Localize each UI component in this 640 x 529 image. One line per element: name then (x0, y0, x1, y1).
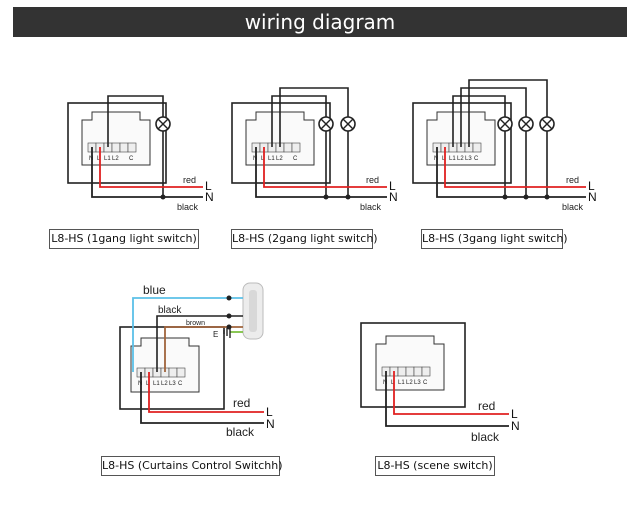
label-brown: brown (186, 320, 205, 327)
wire-red (444, 147, 586, 188)
wire-black (255, 147, 387, 198)
caption-scene: L8-HS (scene switch) (375, 456, 495, 476)
label-black: black (471, 430, 500, 444)
caption-1gang: L8-HS (1gang light switch) (49, 229, 199, 249)
switch-plate (360, 322, 466, 408)
label-line: L (389, 179, 396, 193)
terminal-l1: L1 (449, 156, 456, 162)
panel-scene: N L L1 L2 L3 C red black L N (360, 322, 520, 444)
wire-red (393, 371, 509, 415)
label-line: L (588, 179, 595, 193)
wire-load-1 (271, 95, 327, 147)
wire-red (263, 147, 387, 188)
label-blue: blue (143, 283, 166, 297)
terminal-l: L (442, 156, 446, 162)
terminal-l1: L1 (104, 156, 111, 162)
terminal-c: C (293, 156, 298, 162)
switch-plate (231, 102, 331, 184)
wire-load-3 (468, 79, 548, 147)
terminal-l2: L2 (276, 156, 283, 162)
wire-black (140, 372, 264, 424)
terminal-l: L (391, 380, 395, 386)
wire-blue (132, 297, 243, 372)
label-red: red (183, 175, 196, 185)
wire-black-motor (156, 315, 243, 372)
terminal-l2: L2 (457, 156, 464, 162)
label-black-motor: black (158, 305, 182, 316)
label-line: L (205, 179, 212, 193)
curtain-motor-icon (242, 282, 264, 340)
wire-black (436, 147, 586, 198)
lamp-icon (497, 116, 513, 132)
panel-2gang: N L L1 L2 C red black L N (231, 87, 398, 212)
label-line: L (266, 405, 273, 419)
terminal-c: C (423, 380, 428, 386)
panel-curtains: N L L1 L2 L3 C blue black brown E red bl… (119, 282, 275, 439)
terminal-c: C (474, 156, 479, 162)
wire-black (385, 371, 509, 427)
caption-3gang: L8-HS (3gang light switch) (421, 229, 568, 249)
terminal-l3: L3 (465, 156, 472, 162)
wire-black (91, 147, 203, 198)
wire-red (148, 372, 264, 413)
switch-plate (67, 102, 167, 184)
label-black: black (360, 202, 382, 212)
terminal-c: C (178, 381, 183, 387)
label-black: black (562, 202, 584, 212)
terminal-l: L (146, 381, 150, 387)
label-neutral: N (511, 419, 520, 433)
switch-module (375, 335, 445, 391)
diagram-title: wiring diagram (13, 7, 627, 37)
label-neutral: N (588, 190, 597, 204)
lamp-icon (155, 116, 171, 132)
panel-3gang: N L L1 L2 L3 C red (412, 79, 597, 212)
label-neutral: N (389, 190, 398, 204)
terminal-c: C (129, 156, 134, 162)
wire-brown (164, 326, 243, 372)
label-red: red (233, 396, 250, 410)
label-black: black (226, 425, 255, 439)
terminal-l2: L2 (406, 380, 413, 386)
terminal-l: L (261, 156, 265, 162)
switch-plate (412, 102, 512, 184)
label-neutral: N (266, 417, 275, 431)
label-line: L (511, 407, 518, 421)
wire-red (99, 147, 203, 188)
label-earth: E (213, 330, 218, 339)
terminal-l2: L2 (112, 156, 119, 162)
terminal-l2: L2 (161, 381, 168, 387)
terminal-l1: L1 (153, 381, 160, 387)
terminal-l3: L3 (169, 381, 176, 387)
terminal-l3: L3 (414, 380, 421, 386)
lamp-icon (518, 116, 534, 132)
wire-load-1 (107, 95, 164, 147)
lamp-icon (340, 116, 356, 132)
terminal-l: L (97, 156, 101, 162)
label-neutral: N (205, 190, 214, 204)
label-red: red (366, 175, 379, 185)
lamp-icon (539, 116, 555, 132)
caption-2gang: L8-HS (2gang light switch) (231, 229, 378, 249)
label-red: red (478, 399, 495, 413)
label-red: red (566, 175, 579, 185)
wire-load-2 (279, 87, 349, 147)
label-black: black (177, 202, 199, 212)
panel-1gang: N L L1 L2 C red black L N (67, 95, 214, 212)
lamp-icon (318, 116, 334, 132)
terminal-l1: L1 (268, 156, 275, 162)
caption-curtains: L8-HS (Curtains Control Switchh) (101, 456, 283, 476)
terminal-l1: L1 (398, 380, 405, 386)
wire-load-2 (460, 87, 527, 147)
wire-load-1 (452, 95, 506, 147)
